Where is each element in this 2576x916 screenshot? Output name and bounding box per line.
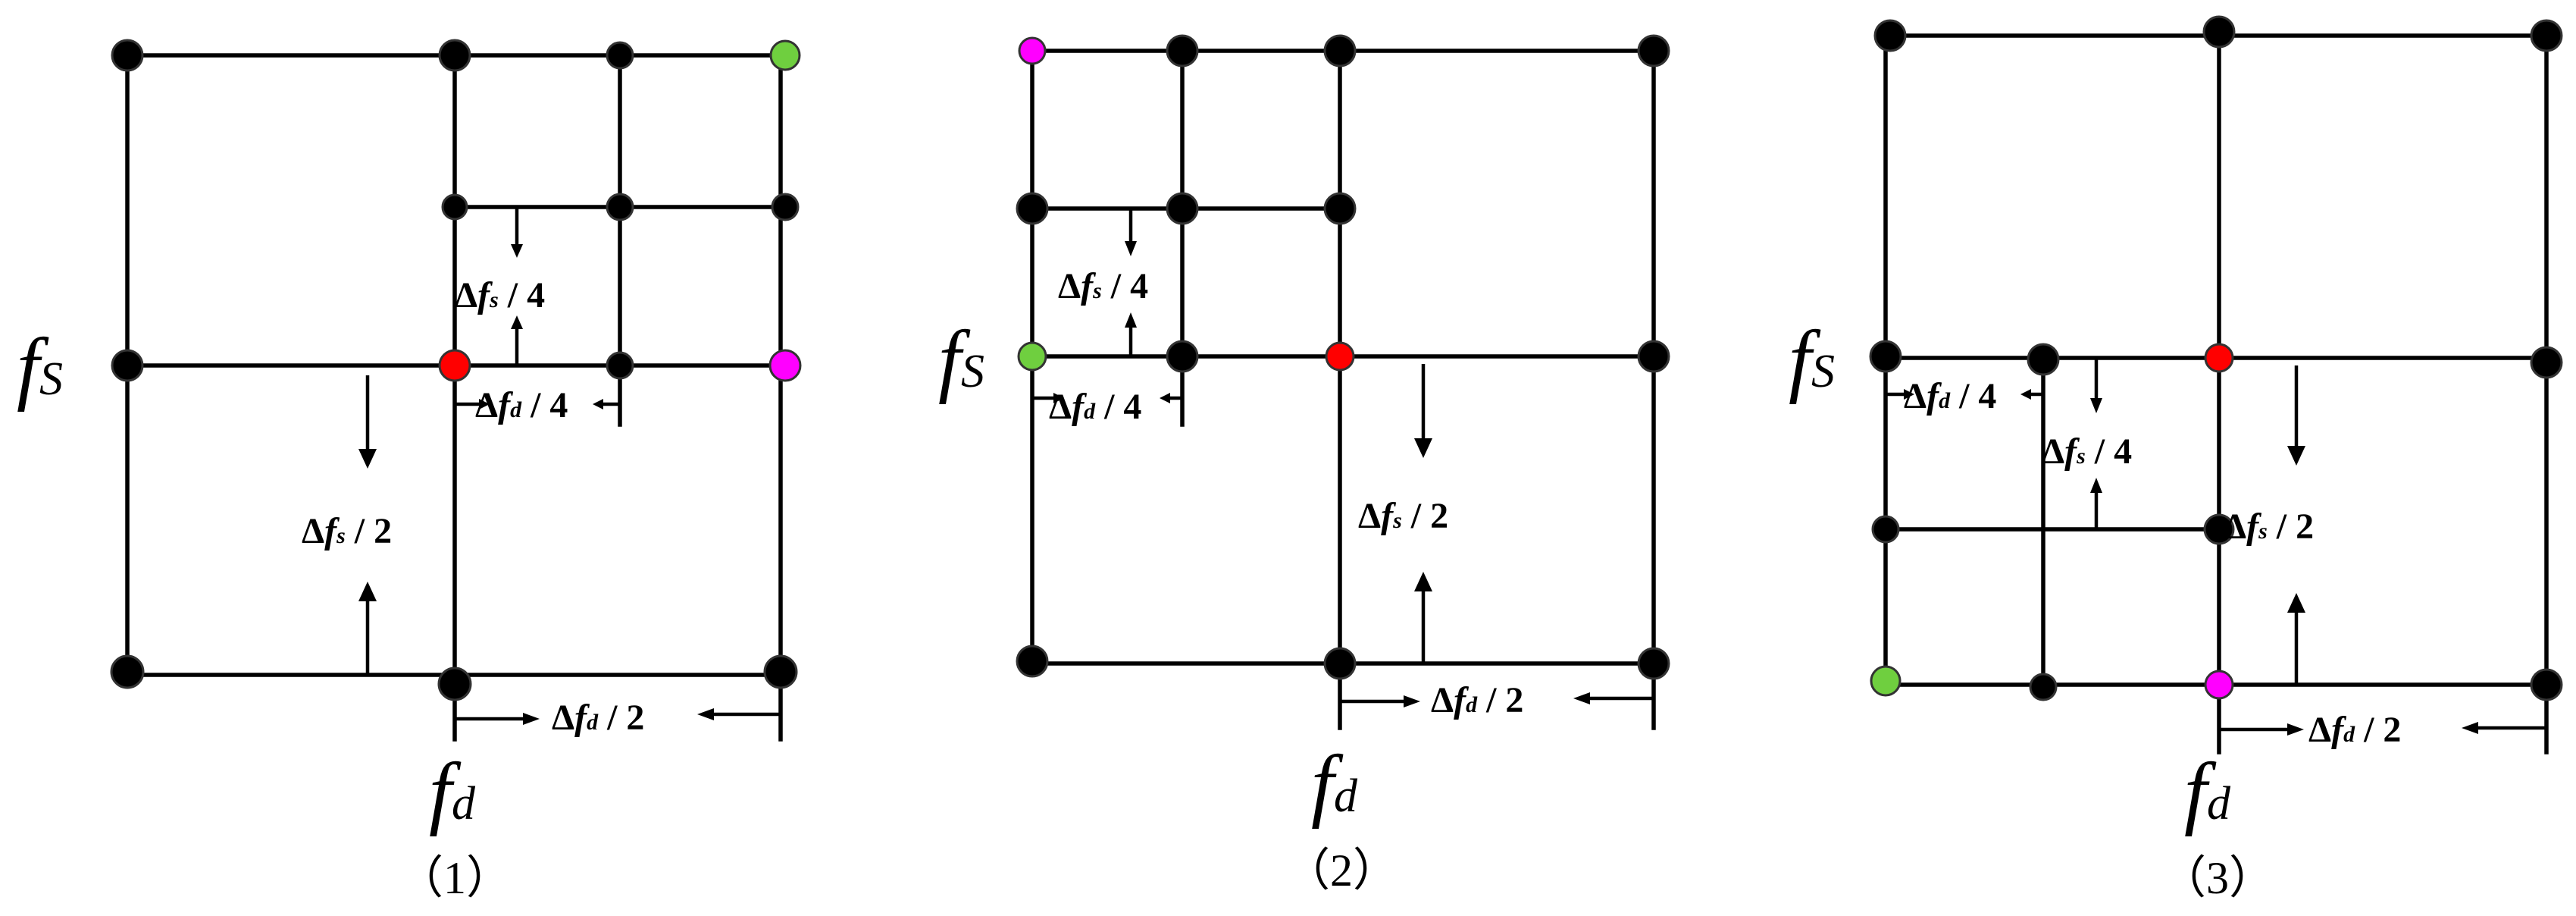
grid-node — [1166, 192, 1199, 225]
panel-2: Δfs / 4 Δfd / 4 Δfs / 2 Δfd / 2 fS fd （2… — [938, 34, 1670, 896]
panel-1: Δfs / 2 Δfs / 4 Δfd / 4 Δfd / 2 fS fd （1… — [17, 39, 802, 903]
grid-node-magenta — [1018, 36, 1047, 65]
grid-node — [1869, 340, 1902, 373]
grid-node — [2202, 15, 2236, 49]
fd-axis-label: fd — [1311, 739, 1358, 830]
panel-1-caption: （1） — [398, 853, 512, 903]
panel-2-arrows — [1034, 210, 1652, 707]
grid-node-magenta — [768, 349, 802, 382]
grid-node — [1637, 34, 1670, 67]
grid-node — [1323, 647, 1357, 680]
panel-3-caption: （3） — [2161, 853, 2274, 903]
grid-node — [771, 193, 800, 221]
grid-node — [110, 654, 145, 689]
grid-node — [2203, 513, 2235, 545]
grid-node-green — [769, 39, 801, 71]
grid-node — [1323, 34, 1357, 67]
fs-axis-label: fS — [938, 315, 984, 405]
grid-node — [1871, 515, 1900, 544]
delta-fd-quarter-label: Δfd / 4 — [1049, 387, 1141, 427]
grid-node — [111, 349, 144, 382]
delta-fd-half-label: Δfd / 2 — [2308, 710, 2401, 750]
grid-node — [606, 351, 634, 380]
delta-fd-quarter-label: Δfd / 4 — [475, 385, 568, 425]
grid-node — [1016, 645, 1049, 678]
grid-node — [606, 193, 634, 221]
grid-node-magenta — [2204, 670, 2234, 700]
grid-node — [1166, 34, 1199, 67]
fd-axis-label: fd — [2184, 747, 2231, 837]
panel-3-nodes — [1869, 15, 2563, 701]
grid-node — [606, 41, 634, 70]
grid-node — [1873, 19, 1907, 52]
delta-fs-quarter-label: Δfs / 4 — [2042, 431, 2132, 472]
grid-node — [1323, 192, 1357, 225]
grid-node — [438, 39, 471, 72]
fs-axis-label: fS — [17, 322, 63, 413]
delta-fs-quarter-label: Δfs / 4 — [1058, 266, 1148, 306]
delta-fd-half-label: Δfd / 2 — [552, 698, 644, 738]
grid-node — [2027, 343, 2060, 376]
delta-fs-half-label: Δfs / 2 — [2224, 507, 2314, 547]
grid-node-current — [1325, 341, 1355, 372]
delta-fs-half-label: Δfs / 2 — [302, 511, 392, 551]
grid-node — [1166, 340, 1199, 373]
delta-fd-half-label: Δfd / 2 — [1431, 680, 1523, 720]
panel-1-arrows — [358, 209, 781, 725]
delta-fd-quarter-label: Δfd / 4 — [1904, 376, 1996, 416]
panel-1-nodes — [110, 39, 802, 701]
grid-node — [763, 654, 798, 689]
grid-node-green — [1017, 341, 1047, 372]
grid-node — [1637, 340, 1670, 373]
grid-node — [2530, 19, 2563, 52]
panel-2-caption: （2） — [1285, 845, 1398, 896]
grid-node-current — [2204, 343, 2234, 373]
fs-axis-label: fS — [1789, 315, 1835, 405]
grid-node — [441, 193, 468, 221]
panel-2-nodes — [1016, 34, 1670, 680]
delta-fs-half-label: Δfs / 2 — [1358, 496, 1448, 536]
grid-node — [111, 39, 144, 72]
grid-node — [2029, 673, 2058, 701]
delta-fs-quarter-label: Δfs / 4 — [455, 275, 545, 315]
grid-node — [1016, 192, 1049, 225]
grid-node — [437, 667, 472, 701]
grid-node — [1637, 647, 1670, 680]
panel-3-arrows — [1887, 359, 2545, 736]
grid-node — [2530, 346, 2563, 379]
panel-3: Δfd / 4 Δfs / 4 Δfs / 2 Δfd / 2 fS fd （3… — [1789, 15, 2563, 903]
grid-node-current — [438, 349, 471, 382]
grid-node-green — [1870, 665, 1901, 697]
panel-1-grid — [125, 53, 787, 742]
fd-axis-label: fd — [429, 747, 476, 837]
grid-node — [2530, 668, 2563, 701]
